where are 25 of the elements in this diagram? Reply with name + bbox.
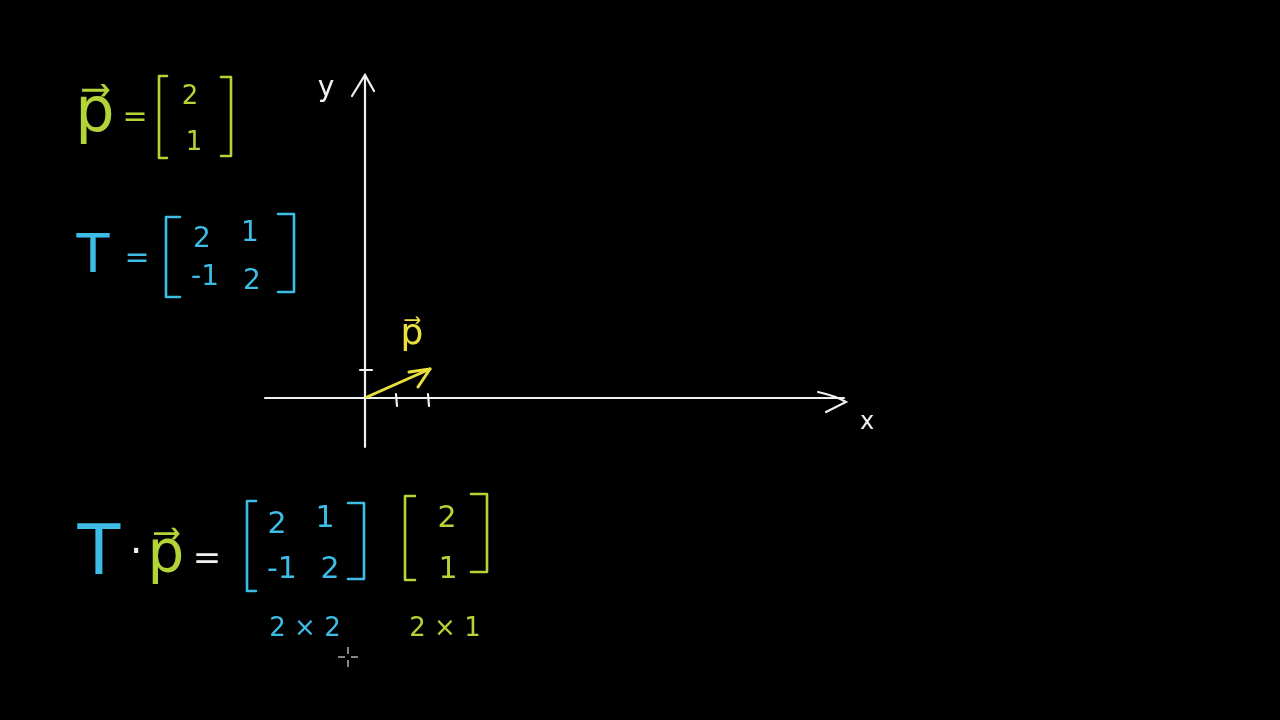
matrix-entry: 1 bbox=[241, 215, 259, 249]
matrix-symbol: T bbox=[77, 508, 121, 592]
matrix-entry: 1 bbox=[438, 550, 458, 586]
axis-label: x bbox=[859, 406, 875, 436]
vector-symbol: p⃗ bbox=[147, 518, 185, 588]
matrix-entry: 2 bbox=[181, 80, 199, 112]
matrix-entry: -1 bbox=[191, 259, 219, 293]
matrix-entry: 1 bbox=[185, 126, 203, 158]
vector-symbol: p⃗ bbox=[75, 73, 115, 148]
dot-operator: · bbox=[129, 527, 143, 575]
matrix-entry: 2 bbox=[243, 263, 261, 297]
equals-sign: = bbox=[122, 98, 148, 135]
matrix-entry: 2 bbox=[320, 550, 340, 586]
vector-symbol: p⃗ bbox=[400, 310, 424, 354]
equals-sign: = bbox=[124, 239, 150, 276]
axis-label: y bbox=[317, 69, 335, 104]
matrix-entry: 2 bbox=[193, 221, 211, 255]
dimension-label: 2 × 2 bbox=[269, 612, 341, 644]
matrix-entry: 2 bbox=[267, 505, 287, 541]
matrix-entry: 1 bbox=[315, 499, 335, 535]
dimension-label: 2 × 1 bbox=[409, 612, 481, 644]
matrix-symbol: T bbox=[76, 221, 110, 287]
equals-sign: = bbox=[192, 536, 222, 578]
matrix-entry: -1 bbox=[267, 550, 297, 586]
matrix-entry: 2 bbox=[437, 499, 457, 535]
